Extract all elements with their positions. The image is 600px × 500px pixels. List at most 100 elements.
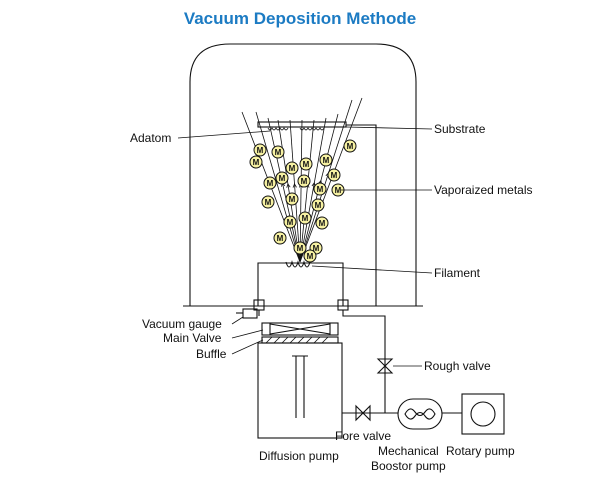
metal-particle-label: M	[297, 244, 304, 253]
metal-particle-circle	[343, 139, 357, 153]
metal-particle-label: M	[317, 185, 324, 194]
metal-particle: M	[273, 231, 287, 245]
metal-particle-label: M	[275, 148, 282, 157]
metal-particle: M	[275, 171, 289, 185]
metal-particle: M	[343, 139, 357, 153]
metal-particle-label: M	[307, 252, 314, 261]
label-substrate: Substrate	[434, 122, 486, 136]
label-buffle: Buffle	[196, 347, 227, 361]
metal-particle-label: M	[319, 219, 326, 228]
metal-particle-label: M	[289, 195, 296, 204]
metal-particle: M	[293, 241, 307, 255]
vapor-trajectory	[289, 119, 301, 263]
metal-particle-label: M	[303, 160, 310, 169]
metal-particle-circle	[311, 198, 325, 212]
metal-particle-label: M	[267, 179, 274, 188]
diffusion-pump-jet	[292, 355, 308, 418]
metal-particle-circle	[313, 182, 327, 196]
metal-particle: M	[299, 157, 313, 171]
label-booster-pump: Boostor pump	[371, 459, 446, 473]
main-valve-body	[261, 322, 339, 336]
metal-particle-circle	[275, 171, 289, 185]
metal-particle: M	[249, 155, 263, 169]
leader-vacuum-gauge	[231, 316, 244, 325]
label-rotary-pump: Rotary pump	[446, 444, 515, 458]
trajectory-arrowhead	[292, 182, 297, 188]
metal-particle-label: M	[301, 177, 308, 186]
label-main-valve: Main Valve	[163, 331, 222, 345]
metal-particle-circle	[263, 176, 277, 190]
label-vaporized-metals: Vaporaized metals	[434, 183, 533, 197]
rough-line	[342, 310, 386, 413]
metal-particle-circle	[261, 195, 275, 209]
label-mechanical: Mechanical	[378, 444, 439, 458]
leader-main-valve	[231, 329, 264, 339]
metal-particle-circle	[327, 168, 341, 182]
metal-particle-label: M	[277, 234, 284, 243]
metal-particle: M	[285, 192, 299, 206]
metal-particle-label: M	[287, 218, 294, 227]
substrate-support-rod	[346, 124, 377, 306]
metal-particle-circle	[303, 249, 317, 263]
main-valve-symbol	[269, 323, 331, 335]
metal-particle: M	[261, 195, 275, 209]
leader-buffle	[231, 339, 264, 355]
bell-jar	[189, 43, 417, 306]
label-vacuum-gauge: Vacuum gauge	[142, 317, 222, 331]
metal-particle-label: M	[331, 171, 338, 180]
rough-valve	[376, 358, 394, 374]
metal-particle-label: M	[253, 158, 260, 167]
vapor-trajectory	[255, 111, 301, 263]
metal-particle: M	[313, 182, 327, 196]
metal-particle: M	[311, 198, 325, 212]
label-filament: Filament	[434, 266, 481, 280]
filament-housing	[257, 262, 344, 306]
metal-particle-circle	[253, 143, 267, 157]
metal-particle-circle	[285, 161, 299, 175]
fore-valve	[355, 404, 371, 422]
metal-particle-circle	[298, 211, 312, 225]
rotary-pump-rotor	[470, 401, 496, 427]
metal-particle: M	[303, 249, 317, 263]
vapor-trajectory	[299, 119, 315, 263]
metal-particle: M	[297, 174, 311, 188]
metal-particle-circle	[319, 153, 333, 167]
metal-particle-label: M	[347, 142, 354, 151]
metal-particle: M	[315, 216, 329, 230]
metal-particle-circle	[283, 215, 297, 229]
metal-particle-label: M	[265, 198, 272, 207]
metal-particle-label: M	[315, 201, 322, 210]
mechanical-booster-pump	[397, 398, 443, 430]
vapor-trajectory	[267, 117, 301, 263]
metal-particle: M	[298, 211, 312, 225]
label-fore-valve: Fore valve	[335, 429, 391, 443]
metal-particle-label: M	[335, 186, 342, 195]
metal-particle-label: M	[302, 214, 309, 223]
filament-coil	[285, 260, 311, 268]
trajectory-arrowhead	[286, 182, 291, 188]
metal-particle-circle	[293, 241, 307, 255]
metal-particle: M	[263, 176, 277, 190]
leader-filament	[311, 265, 433, 274]
baffle-hatching	[265, 336, 329, 344]
metal-particle-circle	[273, 231, 287, 245]
metal-particle-circle	[299, 157, 313, 171]
metal-particle-label: M	[313, 244, 320, 253]
metal-particle-label: M	[289, 164, 296, 173]
metal-particle-circle	[285, 192, 299, 206]
metal-particle-label: M	[323, 156, 330, 165]
leader-substrate	[345, 126, 433, 130]
metal-particle: M	[253, 143, 267, 157]
rotary-pump	[461, 393, 505, 435]
metal-particle-circle	[249, 155, 263, 169]
metal-particle-circle	[271, 145, 285, 159]
metal-particle: M	[319, 153, 333, 167]
vapor-trajectory	[299, 99, 353, 263]
metal-particle-circle	[315, 216, 329, 230]
label-rough-valve: Rough valve	[424, 359, 491, 373]
metal-particle: M	[283, 215, 297, 229]
metal-particle: M	[271, 145, 285, 159]
